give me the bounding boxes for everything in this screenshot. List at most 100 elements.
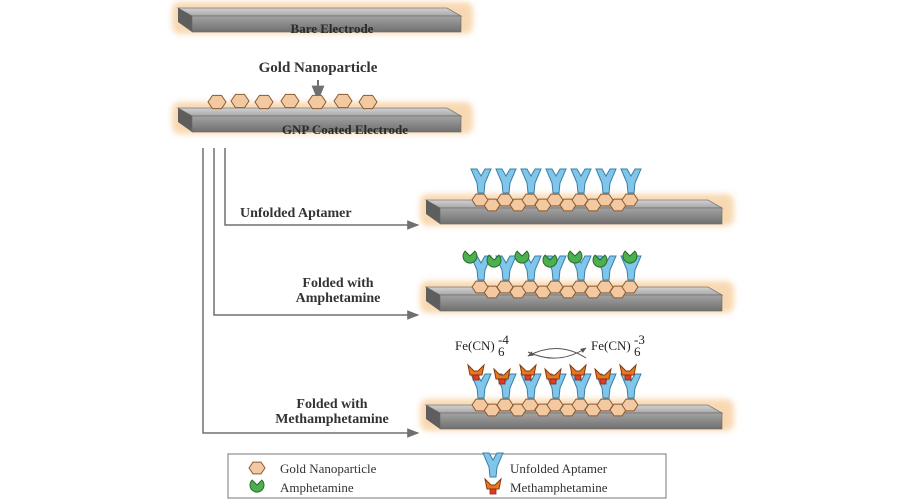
redox-left-sub: 6 <box>498 344 505 359</box>
electrode-methamphetamine-face <box>439 412 723 430</box>
redox-left-base: Fe(CN) <box>455 338 495 353</box>
folded-methamphetamine-label-2: Methamphetamine <box>275 412 389 427</box>
electrodes-group <box>172 2 734 431</box>
amphetamine-icon-3 <box>514 250 530 264</box>
unfolded-aptamer-7 <box>620 168 642 194</box>
amphetamine-icon-7 <box>622 250 638 264</box>
electrode-gnp-face <box>191 115 462 133</box>
amph-gnp-upper-2 <box>496 280 514 294</box>
meth-gnp-upper-4 <box>546 398 564 412</box>
electrode-bare <box>172 2 473 34</box>
unfolded-aptamer-1 <box>470 168 492 194</box>
amph-gnp-upper-6 <box>596 280 614 294</box>
branch-arrow-amphetamine <box>213 148 420 320</box>
legend-unfolded-aptamer: Unfolded Aptamer <box>510 461 608 476</box>
branch-arrow-unfolded <box>224 148 420 230</box>
electrode-gnp-top <box>176 107 463 117</box>
unfolded-gnp-upper-5 <box>571 193 589 207</box>
redox-right-sup: -3 <box>634 332 645 347</box>
amphetamine-icon-6 <box>592 254 608 268</box>
amphetamine-icon-5 <box>567 250 583 264</box>
gold-nanoparticle-step-label: Gold Nanoparticle <box>259 60 378 76</box>
unfolded-gnp-upper-1 <box>471 193 489 207</box>
legend-gold-nanoparticle-icon <box>248 461 266 475</box>
methamphetamine-icon-6 <box>594 367 612 385</box>
amph-gnp-upper-7 <box>621 280 639 294</box>
amph-gnp-upper-5 <box>571 280 589 294</box>
unfolded-aptamer-5 <box>570 168 592 194</box>
gnp-hexagon-2 <box>230 93 250 109</box>
electrode-gnp <box>172 102 473 134</box>
unfolded-gnp-upper-3 <box>521 193 539 207</box>
electrode-methamphetamine-side <box>426 405 440 429</box>
meth-gnp-upper-5 <box>571 398 589 412</box>
redox-left-sup: -4 <box>498 332 509 347</box>
unfolded-gnp-upper-6 <box>596 193 614 207</box>
branch-arrow-methamphetamine <box>202 148 420 438</box>
methamphetamine-icon-5 <box>569 363 587 381</box>
electrode-gnp-side <box>178 108 192 132</box>
electrode-unfolded-face <box>439 207 723 225</box>
legend-box <box>227 453 667 499</box>
folded-amphetamine-label-2: Amphetamine <box>296 291 381 306</box>
legend-methamphetamine-icon <box>484 477 502 495</box>
meth-gnp-upper-7 <box>621 398 639 412</box>
unfolded-aptamer-label: Unfolded Aptamer <box>240 206 352 221</box>
amphetamine-icon-2 <box>486 254 502 268</box>
methamphetamine-icon-7 <box>619 363 637 381</box>
electrode-bare-side <box>178 8 192 32</box>
redox-left: Fe(CN) 6 -4 <box>455 332 509 359</box>
gnp-hexagon-1 <box>207 94 227 110</box>
legend-aptamer-icon <box>482 452 504 478</box>
bare-electrode-label: Bare Electrode <box>291 21 374 36</box>
unfolded-aptamer-6 <box>595 168 617 194</box>
molecules-group <box>207 93 642 417</box>
unfolded-aptamer-3 <box>520 168 542 194</box>
meth-gnp-upper-6 <box>596 398 614 412</box>
meth-gnp-upper-2 <box>496 398 514 412</box>
electrode-bare-face <box>191 15 462 33</box>
branch-connectors <box>202 148 420 438</box>
unfolded-aptamer-2 <box>495 168 517 194</box>
methamphetamine-icon-3 <box>519 363 537 381</box>
methamphetamine-icon-2 <box>493 367 511 385</box>
amph-gnp-upper-3 <box>521 280 539 294</box>
electrode-amphetamine-face <box>439 294 723 312</box>
gnp-hexagon-4 <box>280 93 300 109</box>
folded-methamphetamine-label-1: Folded with <box>296 397 367 412</box>
redox-right-base: Fe(CN) <box>591 338 631 353</box>
unfolded-aptamer-4 <box>545 168 567 194</box>
gnp-hexagon-7 <box>358 94 378 110</box>
legend-methamphetamine: Methamphetamine <box>510 480 608 495</box>
amphetamine-icon-4 <box>542 254 558 268</box>
amph-gnp-upper-1 <box>471 280 489 294</box>
electrode-unfolded-side <box>426 200 440 224</box>
legend: Gold Nanoparticle Amphetamine Unfolded A… <box>227 452 667 499</box>
redox-right: Fe(CN) 6 -3 <box>591 332 645 359</box>
gnp-hexagon-3 <box>254 94 274 110</box>
amph-gnp-upper-4 <box>546 280 564 294</box>
redox-right-sub: 6 <box>634 344 641 359</box>
folded-amphetamine-label-1: Folded with <box>302 276 373 291</box>
electrode-bare-top <box>176 7 463 17</box>
unfolded-gnp-upper-2 <box>496 193 514 207</box>
unfolded-gnp-upper-4 <box>546 193 564 207</box>
methamphetamine-icon-4 <box>544 367 562 385</box>
gnp-hexagon-6 <box>333 93 353 109</box>
gnp-hexagon-5 <box>307 94 327 110</box>
legend-amphetamine: Amphetamine <box>280 480 354 495</box>
methamphetamine-icon-1 <box>467 363 485 381</box>
redox-cross-arrows <box>527 347 587 359</box>
meth-gnp-upper-3 <box>521 398 539 412</box>
legend-gold-nanoparticle: Gold Nanoparticle <box>280 461 377 476</box>
legend-icons <box>248 452 504 495</box>
electrode-amphetamine-side <box>426 287 440 311</box>
meth-gnp-upper-1 <box>471 398 489 412</box>
amphetamine-icon-1 <box>462 250 478 264</box>
gnp-coated-electrode-label: GNP Coated Electrode <box>282 122 408 137</box>
redox-arrow-back <box>527 347 587 359</box>
unfolded-gnp-upper-7 <box>621 193 639 207</box>
legend-amphetamine-icon <box>249 479 265 493</box>
